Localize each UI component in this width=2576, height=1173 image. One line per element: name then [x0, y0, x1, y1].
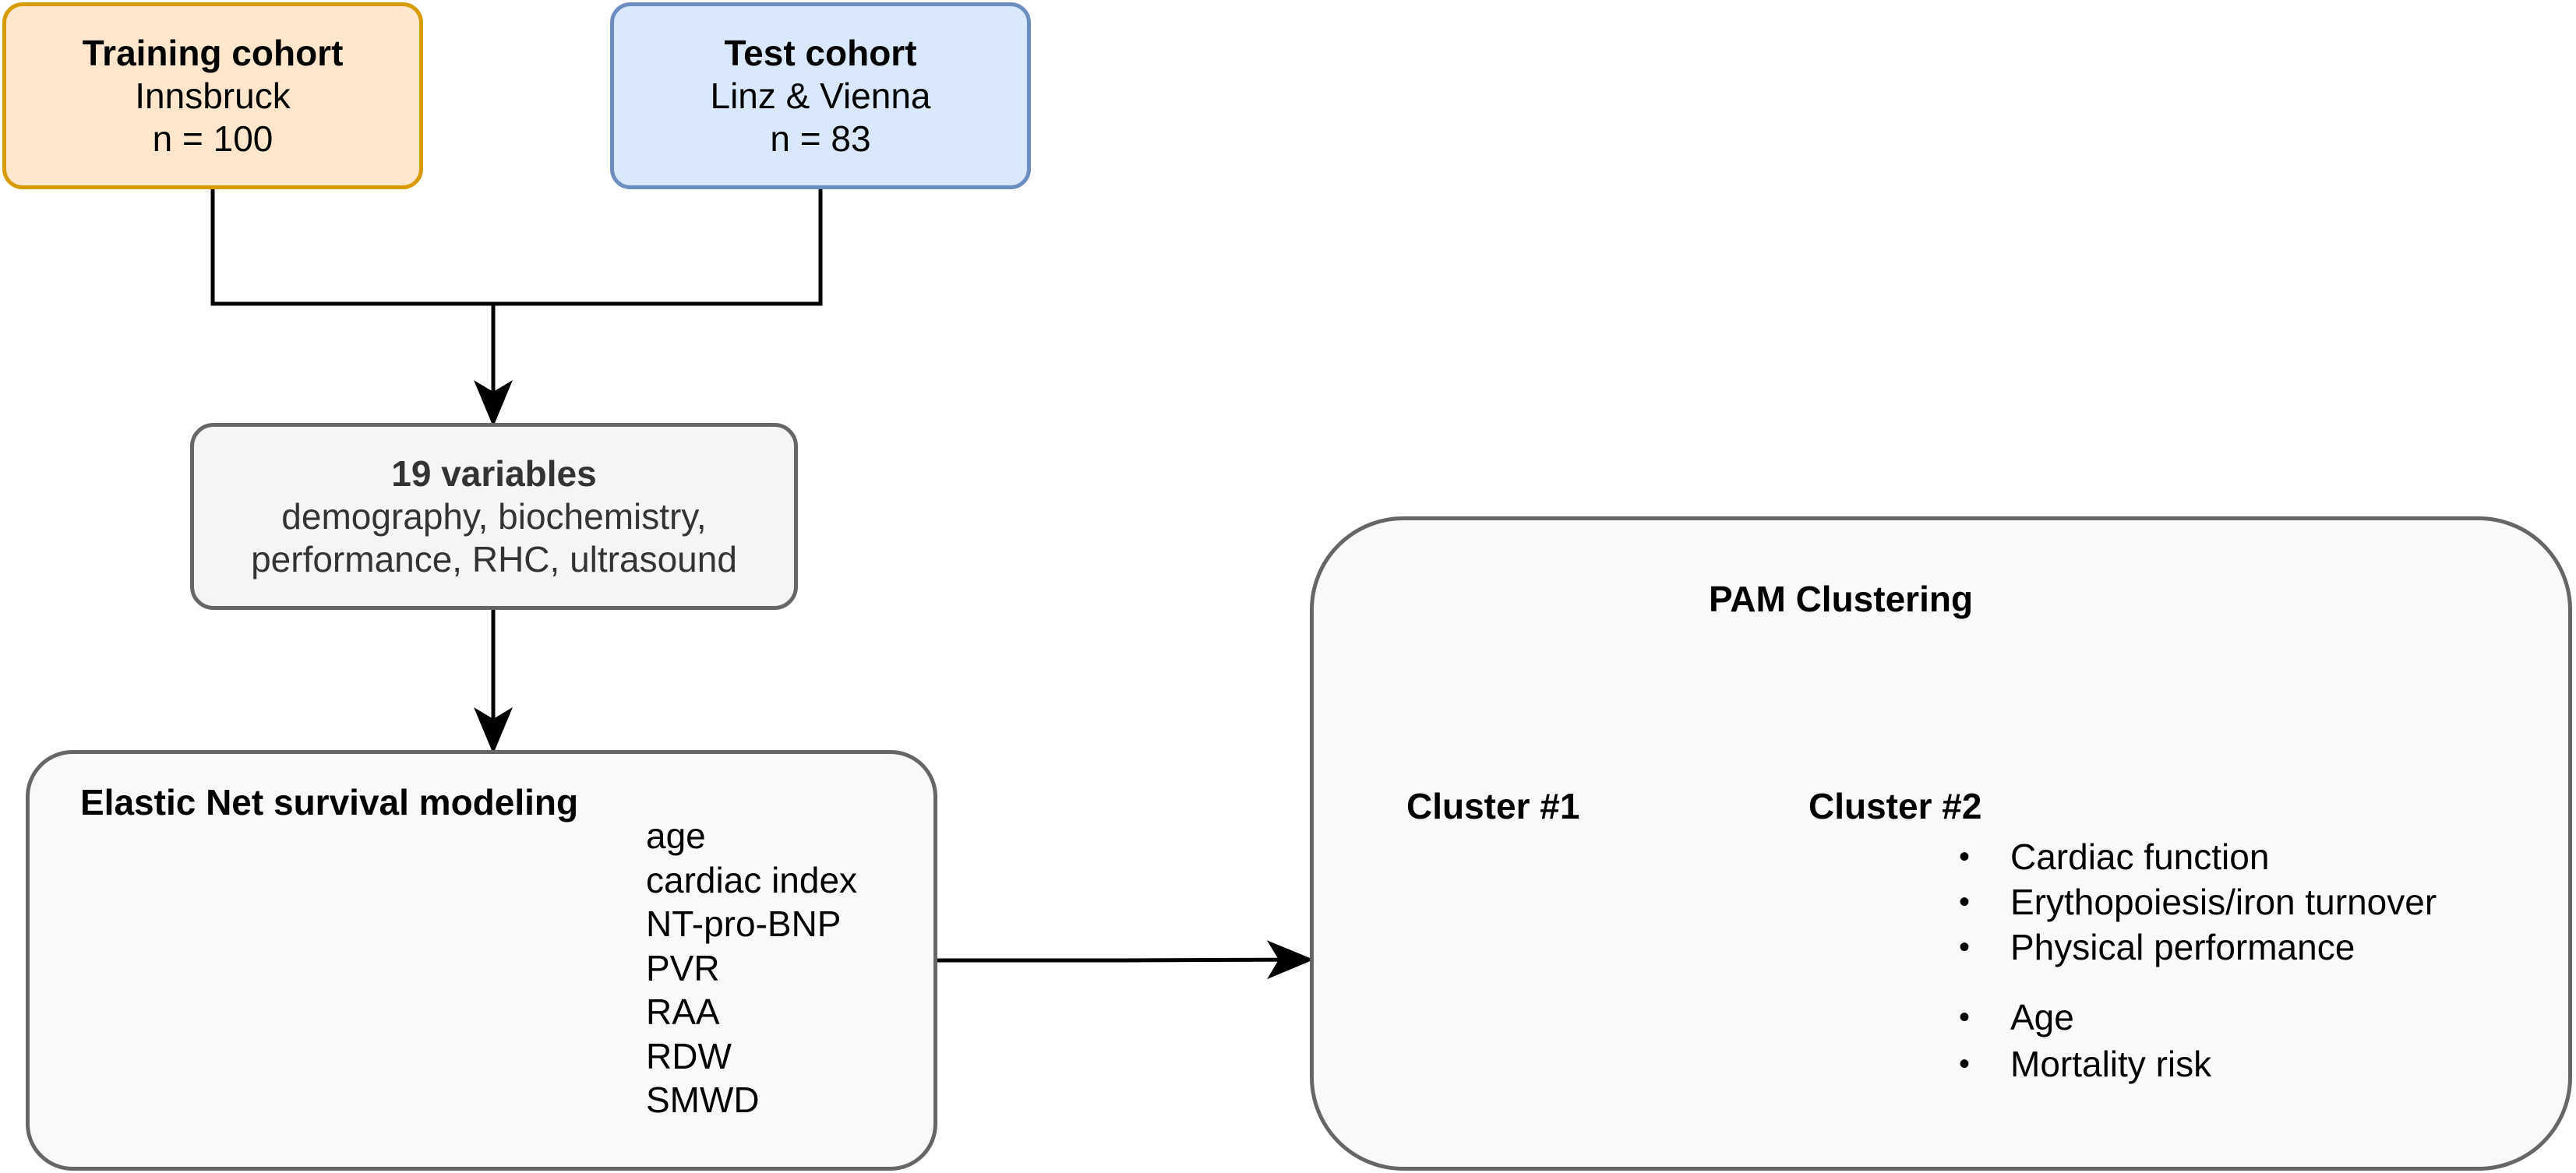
increasing-features-list: Age Mortality risk [1959, 994, 2211, 1087]
training-cohort-site: Innsbruck [135, 75, 291, 116]
list-item: age [646, 815, 706, 856]
training-cohort-n: n = 100 [152, 118, 273, 159]
merge-connector [210, 189, 823, 306]
variables-title: 19 variables [391, 453, 597, 494]
list-item: RAA [646, 992, 720, 1032]
training-cohort-box: Training cohort Innsbruck n = 100 [2, 2, 423, 189]
list-item: Physical performance [1959, 925, 2437, 970]
list-item: cardiac index [646, 859, 858, 900]
elastic-net-panel: Elastic Net survival modeling age cardia… [26, 750, 937, 1171]
test-cohort-box: Test cohort Linz & Vienna n = 83 [610, 2, 1031, 189]
pam-clustering-title: PAM Clustering [1709, 579, 1974, 619]
list-item: SMWD [646, 1080, 760, 1120]
selected-variables-list: age cardiac index NT-pro-BNP PVR RAA RDW… [646, 814, 857, 1122]
test-cohort-n: n = 83 [770, 118, 871, 159]
list-item: Cardiac function [1959, 834, 2437, 879]
variables-box: 19 variables demography, biochemistry, p… [190, 423, 798, 610]
variables-line1: demography, biochemistry, [281, 495, 707, 537]
variables-line2: performance, RHC, ultrasound [251, 538, 737, 579]
elastic-net-title: Elastic Net survival modeling [80, 782, 579, 823]
training-cohort-title: Training cohort [82, 32, 344, 73]
list-item: NT-pro-BNP [646, 904, 842, 944]
list-item: Age [1959, 994, 2211, 1041]
list-item: PVR [646, 947, 720, 988]
list-item: Erythopoiesis/iron turnover [1959, 879, 2437, 925]
list-item: RDW [646, 1035, 732, 1076]
cluster1-label: Cluster #1 [1406, 786, 1580, 826]
cluster2-label: Cluster #2 [1808, 786, 1982, 826]
test-cohort-site: Linz & Vienna [710, 75, 931, 116]
list-item: Mortality risk [1959, 1041, 2211, 1087]
decreasing-features-list: Cardiac function Erythopoiesis/iron turn… [1959, 834, 2437, 970]
test-cohort-title: Test cohort [724, 32, 917, 73]
